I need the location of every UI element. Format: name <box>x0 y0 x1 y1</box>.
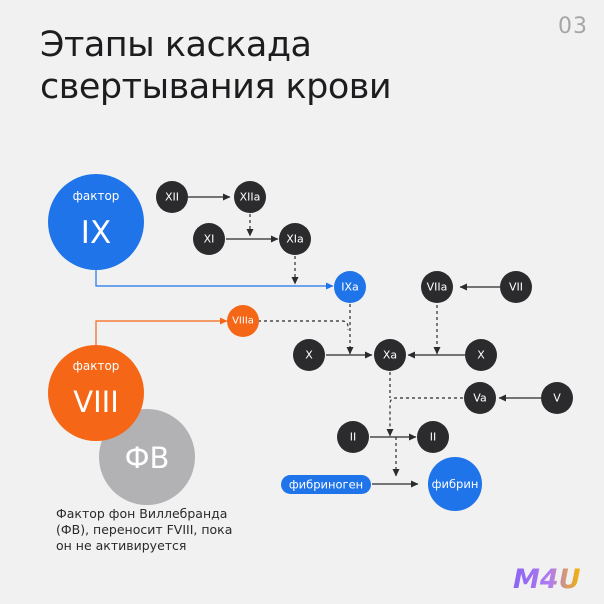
footnote-line-1: Фактор фон Виллебранда <box>56 506 228 521</box>
node-ii-right: II <box>417 421 449 453</box>
svg-text:XI: XI <box>204 233 215 246</box>
svg-text:Va: Va <box>473 392 486 405</box>
node-v: V <box>541 382 573 414</box>
node-ii-left: II <box>337 421 369 453</box>
node-xii: XII <box>156 181 188 213</box>
svg-text:II: II <box>350 431 357 444</box>
node-x-left: X <box>293 339 325 371</box>
node-xi: XI <box>193 223 225 255</box>
svg-text:VIIa: VIIa <box>427 281 448 294</box>
fibrinogen-pill: фибриноген <box>281 475 371 494</box>
node-ixa: IXa <box>334 271 366 303</box>
factor-ix-label: IX <box>81 215 111 251</box>
svg-text:XII: XII <box>165 191 179 204</box>
page-title: Этапы каскада свертывания крови <box>40 24 392 108</box>
node-xiia: XIIa <box>234 181 266 213</box>
node-viiia: VIIIa <box>227 305 259 337</box>
svg-text:II: II <box>430 431 437 444</box>
arrow-viii-to-viiia <box>95 317 228 348</box>
svg-text:VIIIa: VIIIa <box>232 316 254 327</box>
fv-footnote: Фактор фон Виллебранда (ФВ), переносит F… <box>56 506 276 554</box>
svg-text:X: X <box>477 349 485 362</box>
svg-text:V: V <box>553 392 561 405</box>
svg-text:XIIa: XIIa <box>240 191 261 204</box>
node-xia: XIa <box>279 223 311 255</box>
svg-text:Xa: Xa <box>383 349 397 362</box>
svg-text:X: X <box>305 349 313 362</box>
svg-text:IXa: IXa <box>341 281 359 294</box>
svg-text:VII: VII <box>509 281 523 294</box>
node-xa: Xa <box>374 339 406 371</box>
title-line-2: свертывания крови <box>40 67 392 107</box>
title-line-1: Этапы каскада <box>40 25 312 65</box>
node-x-right: X <box>465 339 497 371</box>
factor-viii-caption: фактор <box>73 359 120 373</box>
svg-text:XIa: XIa <box>286 233 304 246</box>
factor-ix-node: фактор IX <box>48 174 144 270</box>
connectors <box>95 193 541 488</box>
factor-viii-node: фактор VIII <box>48 345 144 441</box>
fv-label: ФВ <box>125 441 170 475</box>
fibrinogen-label: фибриноген <box>289 478 363 492</box>
fv-node: ФВ <box>99 409 195 505</box>
node-va: Va <box>464 382 496 414</box>
arrow-ix-to-ixa <box>95 270 334 290</box>
factor-ix-caption: фактор <box>73 189 120 203</box>
page-number: 03 <box>558 14 588 39</box>
arrow-viiia-to-xa-link <box>258 320 349 330</box>
arrow-va-to-ii-link <box>386 397 463 437</box>
fibrin-label: фибрин <box>432 477 479 491</box>
m4u-logo: M4U <box>513 564 581 595</box>
fibrin-node: фибрин <box>428 457 482 511</box>
node-vii: VII <box>500 271 532 303</box>
factor-viii-label: VIII <box>73 385 119 419</box>
node-viia: VIIa <box>421 271 453 303</box>
footnote-line-2: (ФВ), переносит FVIII, пока <box>56 522 233 537</box>
m4u-logo-text: M4U <box>513 564 581 595</box>
footnote-line-3: он не активируется <box>56 538 187 553</box>
